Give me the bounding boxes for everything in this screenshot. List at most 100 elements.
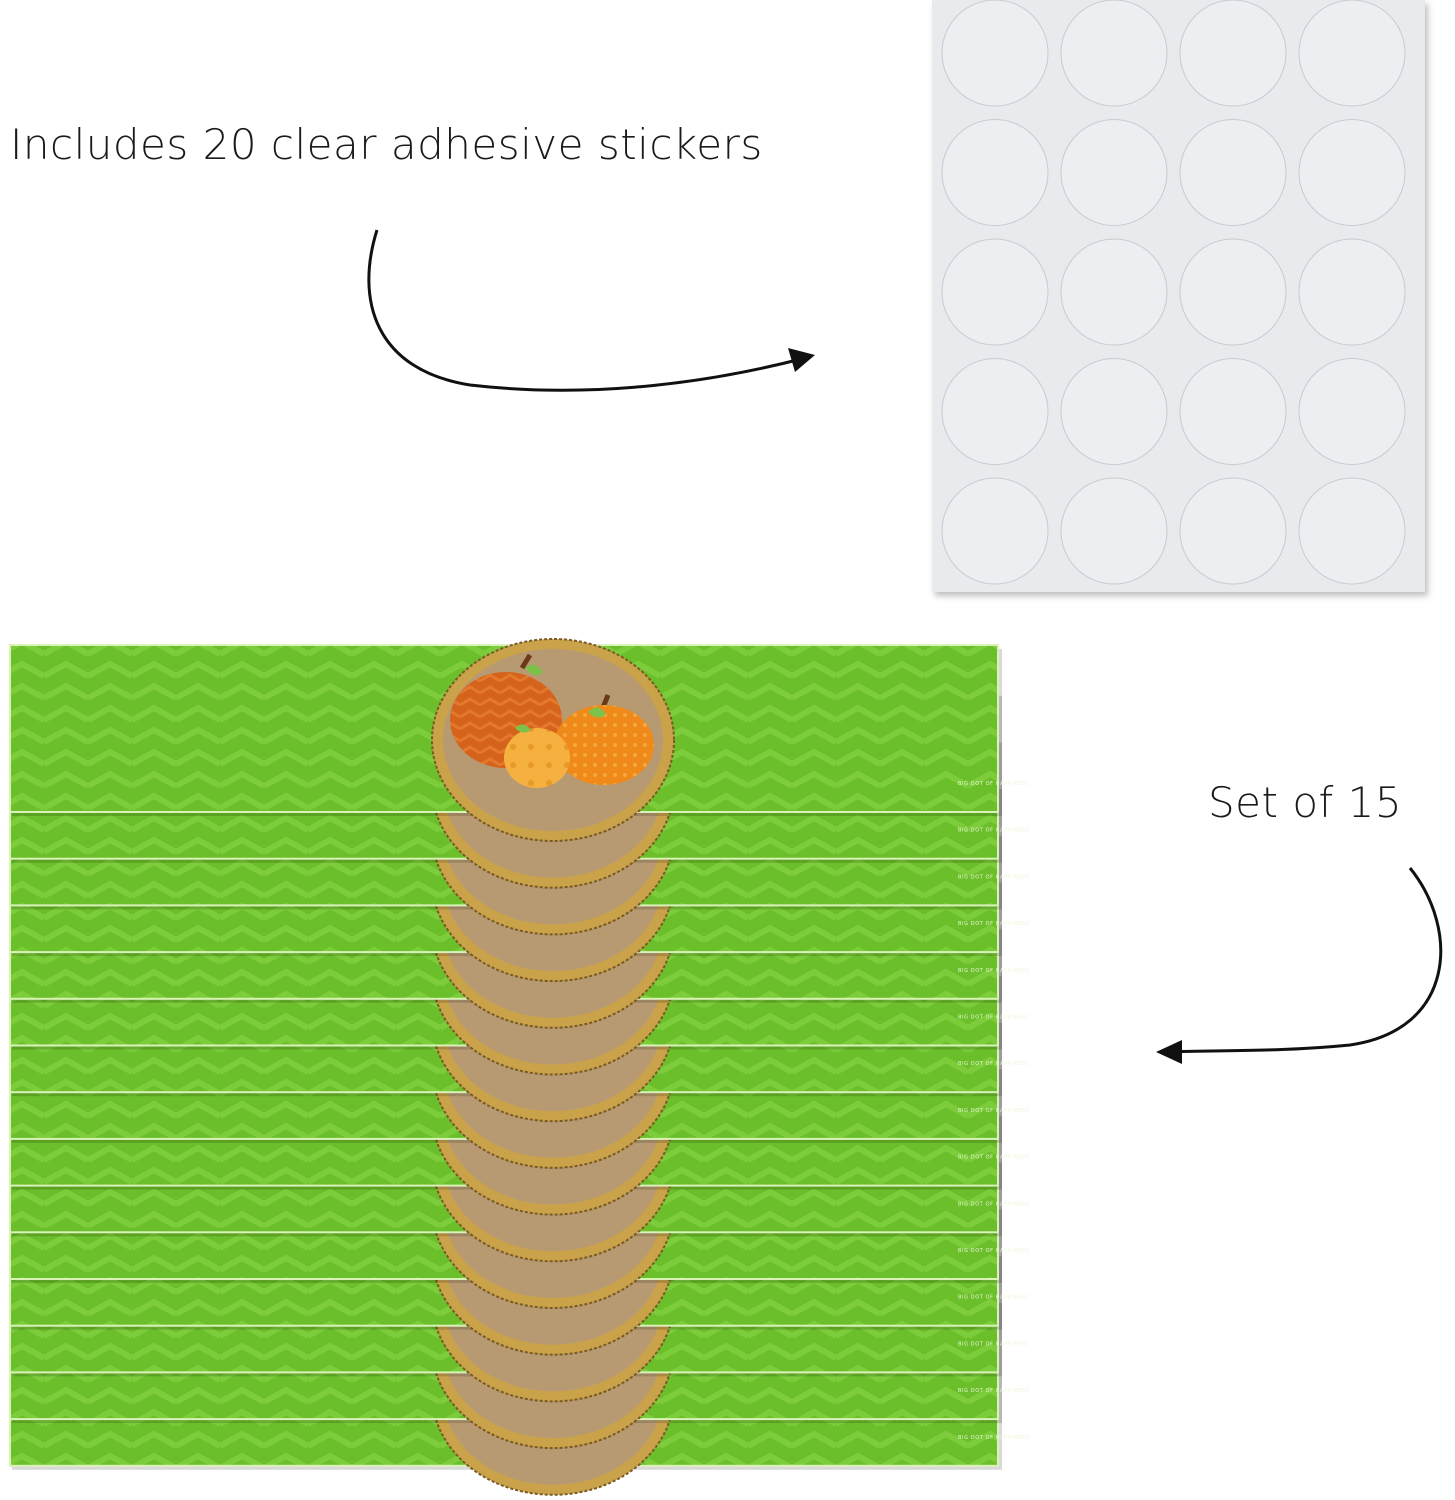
sticker-circle <box>941 477 1049 585</box>
brand-mark: BIG DOT OF HAPPINESS <box>958 1295 1029 1301</box>
sticker-glitter-border <box>431 731 675 936</box>
sticker-circle <box>1298 358 1406 465</box>
wrapper-strip: BIG DOT OF HAPPINESS <box>9 1058 1029 1263</box>
pumpkins-icon <box>450 653 654 788</box>
sticker-glitter-border <box>431 964 675 1169</box>
wrapper-strip: BIG DOT OF HAPPINESS <box>9 1011 1029 1216</box>
sticker-kraft <box>443 1116 663 1298</box>
sticker-glitter-border <box>431 778 675 983</box>
brand-mark: BIG DOT OF HAPPINESS <box>958 828 1029 834</box>
sticker-kraft <box>443 1256 663 1439</box>
wrapper-band <box>9 784 999 954</box>
sticker-glitter-border <box>431 1105 675 1309</box>
sticker-circle <box>1298 119 1406 226</box>
sticker-kraft <box>443 975 663 1158</box>
brand-mark: BIG DOT OF HAPPINESS <box>958 1015 1029 1021</box>
sticker-circle <box>1179 358 1287 465</box>
sticker-sheet <box>932 0 1425 592</box>
sticker-glitter-border <box>431 1198 675 1403</box>
sticker-kraft <box>443 742 663 925</box>
wrapper-strip: BIG DOT OF HAPPINESS <box>9 871 1029 1076</box>
sticker-glitter-border <box>431 1151 675 1356</box>
sticker-kraft <box>443 882 663 1065</box>
sticker-circle <box>941 0 1049 107</box>
brand-mark: BIG DOT OF HAPPINESS <box>958 874 1029 880</box>
wrapper-list: BIG DOT OF HAPPINESS BIG DOT OF HAPPINESS… <box>9 638 1029 1496</box>
sticker-glitter-border <box>431 638 675 842</box>
sticker-glitter-border <box>431 918 675 1123</box>
brand-mark: BIG DOT OF HAPPINESS <box>958 1155 1029 1161</box>
sticker-circle <box>1179 0 1287 107</box>
wrapper-band <box>9 877 999 1047</box>
wrapper-strip: BIG DOT OF HAPPINESS <box>9 1291 1029 1496</box>
brand-mark: BIG DOT OF HAPPINESS <box>958 1248 1029 1254</box>
sticker-glitter-border <box>431 824 675 1029</box>
wrapper-band <box>9 1204 999 1374</box>
wrapper-strip: BIG DOT OF HAPPINESS <box>9 684 1029 889</box>
sticker-kraft <box>443 1022 663 1205</box>
sticker-glitter-border <box>431 1291 675 1496</box>
brand-mark: BIG DOT OF HAPPINESS <box>958 1201 1029 1207</box>
sticker-circle <box>1060 477 1168 585</box>
sticker-circle <box>1060 119 1168 226</box>
wrapper-strip: BIG DOT OF HAPPINESS <box>9 731 1029 936</box>
stickers-caption: Includes 20 clear adhesive stickers <box>10 120 763 169</box>
sticker-circle <box>1298 0 1406 107</box>
brand-mark: BIG DOT OF HAPPINESS <box>958 1341 1029 1347</box>
sticker-circle <box>941 358 1049 465</box>
sticker-glitter-border <box>431 1058 675 1263</box>
wrapper-band <box>9 690 999 860</box>
wrapper-strip: BIG DOT OF HAPPINESS <box>9 1245 1029 1450</box>
sticker-kraft <box>443 1069 663 1252</box>
sticker-kraft <box>443 835 663 1018</box>
wrapper-strip: BIG DOT OF HAPPINESS <box>9 778 1029 983</box>
arrow-to-wrappers-icon <box>1156 867 1443 1064</box>
wrapper-strip: BIG DOT OF HAPPINESS <box>9 964 1029 1169</box>
brand-mark: BIG DOT OF HAPPINESS <box>958 1061 1029 1067</box>
sticker-circle <box>1179 119 1287 226</box>
wrapper-band <box>9 1111 999 1280</box>
wrapper-band <box>9 1157 999 1327</box>
arrow-to-sheet-icon <box>367 229 815 392</box>
sticker-kraft <box>443 1302 663 1485</box>
wrapper-band <box>9 644 999 813</box>
brand-mark: BIG DOT OF HAPPINESS <box>958 1108 1029 1114</box>
sticker-kraft <box>443 929 663 1112</box>
sticker-kraft <box>443 695 663 878</box>
wrapper-band <box>9 830 999 1000</box>
wrapper-strip: BIG DOT OF HAPPINESS <box>9 1105 1029 1309</box>
sticker-circle <box>941 238 1049 346</box>
wrapper-band <box>9 737 999 907</box>
sticker-glitter-border <box>431 684 675 889</box>
wrapper-strip: BIG DOT OF HAPPINESS <box>9 1151 1029 1356</box>
sticker-glitter-border <box>431 1011 675 1216</box>
wrapper-band <box>9 970 999 1140</box>
sticker-kraft <box>443 1162 663 1345</box>
wrapper-strip: BIG DOT OF HAPPINESS <box>9 824 1029 1029</box>
set-count-caption: Set of 15 <box>1208 778 1403 827</box>
brand-mark: BIG DOT OF HAPPINESS <box>958 1388 1029 1394</box>
sticker-glitter-border <box>431 871 675 1076</box>
brand-mark: BIG DOT OF HAPPINESS <box>958 781 1029 787</box>
sticker-kraft <box>443 649 663 831</box>
wrapper-band <box>9 1017 999 1187</box>
wrapper-band <box>9 1297 999 1467</box>
sticker-circle <box>1298 238 1406 346</box>
brand-mark: BIG DOT OF HAPPINESS <box>958 921 1029 927</box>
wrapper-strip: BIG DOT OF HAPPINESS <box>9 638 1029 842</box>
wrapper-band <box>9 1251 999 1421</box>
brand-mark: BIG DOT OF HAPPINESS <box>958 968 1029 974</box>
sticker-kraft <box>443 789 663 972</box>
sticker-circles <box>941 0 1406 585</box>
sticker-circle <box>1298 477 1406 585</box>
wrapper-band <box>9 1064 999 1234</box>
sticker-circle <box>1060 0 1168 107</box>
sticker-circle <box>1060 238 1168 346</box>
sticker-circle <box>1060 358 1168 465</box>
sticker-kraft <box>443 1209 663 1392</box>
wrapper-band <box>9 924 999 1094</box>
sticker-circle <box>1179 238 1287 346</box>
brand-mark: BIG DOT OF HAPPINESS <box>958 1435 1029 1441</box>
sticker-circle <box>941 119 1049 226</box>
sticker-glitter-border <box>431 1245 675 1450</box>
